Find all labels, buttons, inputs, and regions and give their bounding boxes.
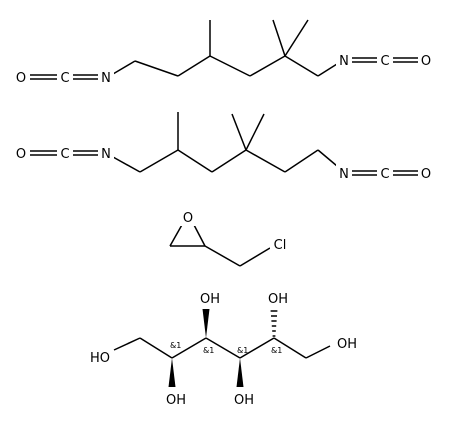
atom-hydroxyl: OH: [268, 292, 288, 307]
bond: [169, 222, 184, 247]
atom-nitrogen: N: [101, 147, 111, 162]
bond: [113, 337, 141, 351]
bond: [284, 149, 319, 173]
bond: [112, 156, 141, 173]
wedge-bond: [236, 358, 244, 387]
atom-oxygen: O: [421, 54, 431, 69]
bond: [239, 337, 275, 359]
atom-chlorine: Cl: [274, 238, 287, 253]
bond: [272, 19, 286, 57]
atom-carbon: C: [60, 147, 69, 162]
bond: [231, 113, 247, 151]
bond: [139, 149, 179, 173]
atom-hydroxyl: OH: [166, 393, 186, 408]
bond: [134, 60, 179, 77]
bond: [192, 222, 206, 247]
bond: [245, 113, 265, 151]
molecule-isocyanate-1: O C N N C O: [13, 19, 434, 86]
stereo-label: &1: [237, 346, 248, 355]
bond: [284, 19, 309, 57]
bond: [211, 149, 247, 173]
atom-hydroxyl: OH: [200, 292, 220, 307]
bond: [245, 149, 286, 173]
atom-nitrogen: N: [339, 54, 349, 69]
bond: [284, 55, 319, 77]
atom-nitrogen: N: [339, 167, 349, 182]
bond: [317, 63, 338, 77]
atom-hydroxyl: OH: [234, 393, 254, 408]
bond: [112, 60, 136, 75]
atom-hydroxyl: HO: [90, 351, 110, 366]
atom-hydroxyl: OH: [337, 337, 357, 352]
bond: [249, 55, 286, 77]
bond: [177, 55, 211, 77]
bond: [239, 247, 271, 267]
bond: [209, 55, 251, 77]
molecule-isocyanate-2: O C N N C O: [13, 112, 434, 182]
stereo-label: &1: [170, 341, 181, 350]
atom-carbon: C: [380, 54, 389, 69]
atom-oxygen: O: [16, 71, 26, 86]
bond: [305, 345, 331, 359]
stereo-label: &1: [203, 346, 214, 355]
stereo-label: &1: [271, 346, 282, 355]
hashed-bond: [270, 310, 278, 337]
bond: [205, 337, 241, 359]
atom-nitrogen: N: [101, 71, 111, 86]
wedge-bond: [202, 309, 210, 338]
wedge-bond: [168, 358, 176, 387]
bond: [204, 245, 241, 267]
atom-carbon: C: [380, 167, 389, 182]
molecule-sorbitol: HO OH OH OH OH OH &1 &1 &1 &1: [90, 292, 357, 408]
atom-oxygen: O: [183, 211, 193, 226]
molecule-epichlorohydrin: O Cl: [169, 208, 290, 267]
atom-carbon: C: [60, 71, 69, 86]
bond: [273, 337, 307, 359]
bond: [177, 149, 213, 173]
bond: [317, 149, 338, 167]
atom-oxygen: O: [16, 147, 26, 162]
bond: [171, 337, 207, 359]
atom-oxygen: O: [421, 167, 431, 182]
bond: [139, 337, 173, 359]
